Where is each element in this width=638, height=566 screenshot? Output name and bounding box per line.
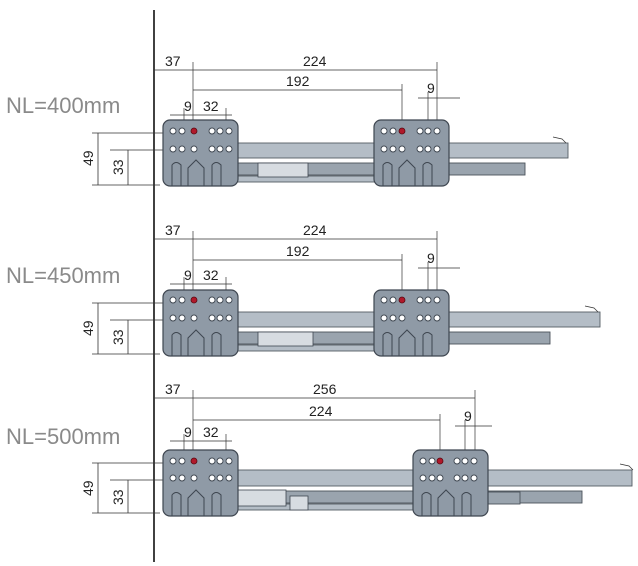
dim-inner: 192	[286, 73, 310, 89]
rear-bracket	[373, 289, 450, 357]
dim-32: 32	[203, 267, 219, 283]
dim-9-left: 9	[184, 267, 192, 283]
rear-bracket	[373, 119, 450, 187]
dim-inner: 192	[286, 243, 310, 259]
variant-nl500: NL=500mm 37 256 224 9 9 32 49 33	[6, 381, 634, 517]
dim-37: 37	[165, 222, 181, 238]
variant-nl450: NL=450mm 37 224 192 9 9 32 49 33	[6, 222, 601, 357]
dim-9-right: 9	[427, 250, 435, 266]
slide-mechanism	[235, 489, 287, 507]
dim-33: 33	[110, 329, 126, 345]
dim-49: 49	[80, 480, 96, 496]
variant-label: NL=450mm	[6, 263, 120, 288]
marker-hole	[190, 296, 198, 304]
dim-37: 37	[165, 53, 181, 69]
dim-9-right: 9	[427, 80, 435, 96]
dim-outer: 256	[313, 381, 337, 397]
dim-outer: 224	[303, 53, 327, 69]
dim-inner: 224	[309, 403, 333, 419]
marker-hole	[398, 296, 406, 304]
front-bracket	[162, 289, 239, 357]
dim-9-right: 9	[464, 408, 472, 424]
marker-hole	[436, 457, 444, 465]
front-bracket	[162, 119, 239, 187]
slide-mechanism	[257, 162, 309, 178]
marker-hole	[190, 457, 198, 465]
dim-32: 32	[203, 424, 219, 440]
slide-mechanism	[257, 331, 314, 347]
dim-49: 49	[80, 320, 96, 336]
variant-nl400: NL=400mm 37 224 192 9 9 32 49 33	[6, 53, 569, 187]
variant-label: NL=500mm	[6, 424, 120, 449]
dim-outer: 224	[303, 222, 327, 238]
dim-32: 32	[203, 98, 219, 114]
dim-33: 33	[110, 159, 126, 175]
dim-49: 49	[80, 150, 96, 166]
dim-9-left: 9	[184, 424, 192, 440]
front-bracket	[162, 449, 239, 517]
dim-33: 33	[110, 489, 126, 505]
variant-label: NL=400mm	[6, 93, 120, 118]
dim-37: 37	[165, 381, 181, 397]
dim-9-left: 9	[184, 98, 192, 114]
marker-hole	[398, 127, 406, 135]
rear-bracket	[412, 449, 489, 517]
marker-hole	[190, 127, 198, 135]
